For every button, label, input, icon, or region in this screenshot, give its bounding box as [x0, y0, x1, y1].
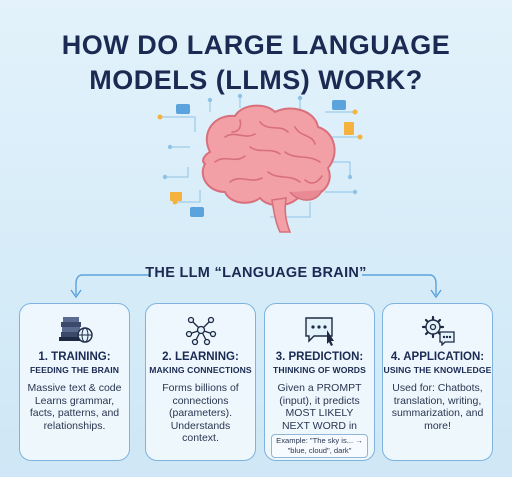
section-subtitle: THE LLM “LANGUAGE BRAIN”: [145, 265, 367, 281]
card-subheading: MAKING CONNECTIONS: [149, 365, 252, 375]
gear-chat-icon: [383, 314, 492, 347]
card-subheading: FEEDING THE BRAIN: [29, 365, 120, 375]
flow-arrows: [70, 274, 442, 299]
brain-illustration: [150, 92, 370, 242]
title-line-2: MODELS (LLMS) WORK?: [89, 65, 423, 95]
card-prediction: 3. PREDICTION: THINKING OF WORDS Given a…: [264, 303, 375, 461]
card-heading: 3. PREDICTION:: [275, 351, 364, 363]
chat-cursor-icon: [265, 314, 374, 346]
card-body: Massive text & code Learns grammar, fact…: [27, 382, 122, 432]
card-learning: 2. LEARNING: MAKING CONNECTIONS Forms bi…: [145, 303, 256, 461]
card-body: Forms billions of connections (parameter…: [162, 382, 239, 444]
title-line-1: HOW DO LARGE LANGUAGE: [61, 30, 451, 60]
card-heading: 2. LEARNING:: [162, 351, 239, 363]
card-training: 1. TRAINING: FEEDING THE BRAIN Massive t…: [19, 303, 130, 461]
page-title: HOW DO LARGE LANGUAGE MODELS (LLMS) WORK…: [0, 28, 512, 98]
card-body: Used for: Chatbots, translation, writing…: [391, 382, 484, 432]
example-box: Example: "The sky is... → "blue, cloud",…: [271, 434, 368, 458]
books-globe-icon: [20, 314, 129, 346]
card-subheading: THINKING OF WORDS: [273, 365, 366, 375]
card-application: 4. APPLICATION: USING THE KNOWLEDGE Used…: [382, 303, 493, 461]
card-subheading: USING THE KNOWLEDGE: [383, 365, 492, 375]
card-heading: 4. APPLICATION:: [390, 351, 485, 363]
network-nodes-icon: [146, 314, 255, 346]
brain-icon: [157, 93, 363, 233]
card-heading: 1. TRAINING:: [38, 351, 111, 363]
